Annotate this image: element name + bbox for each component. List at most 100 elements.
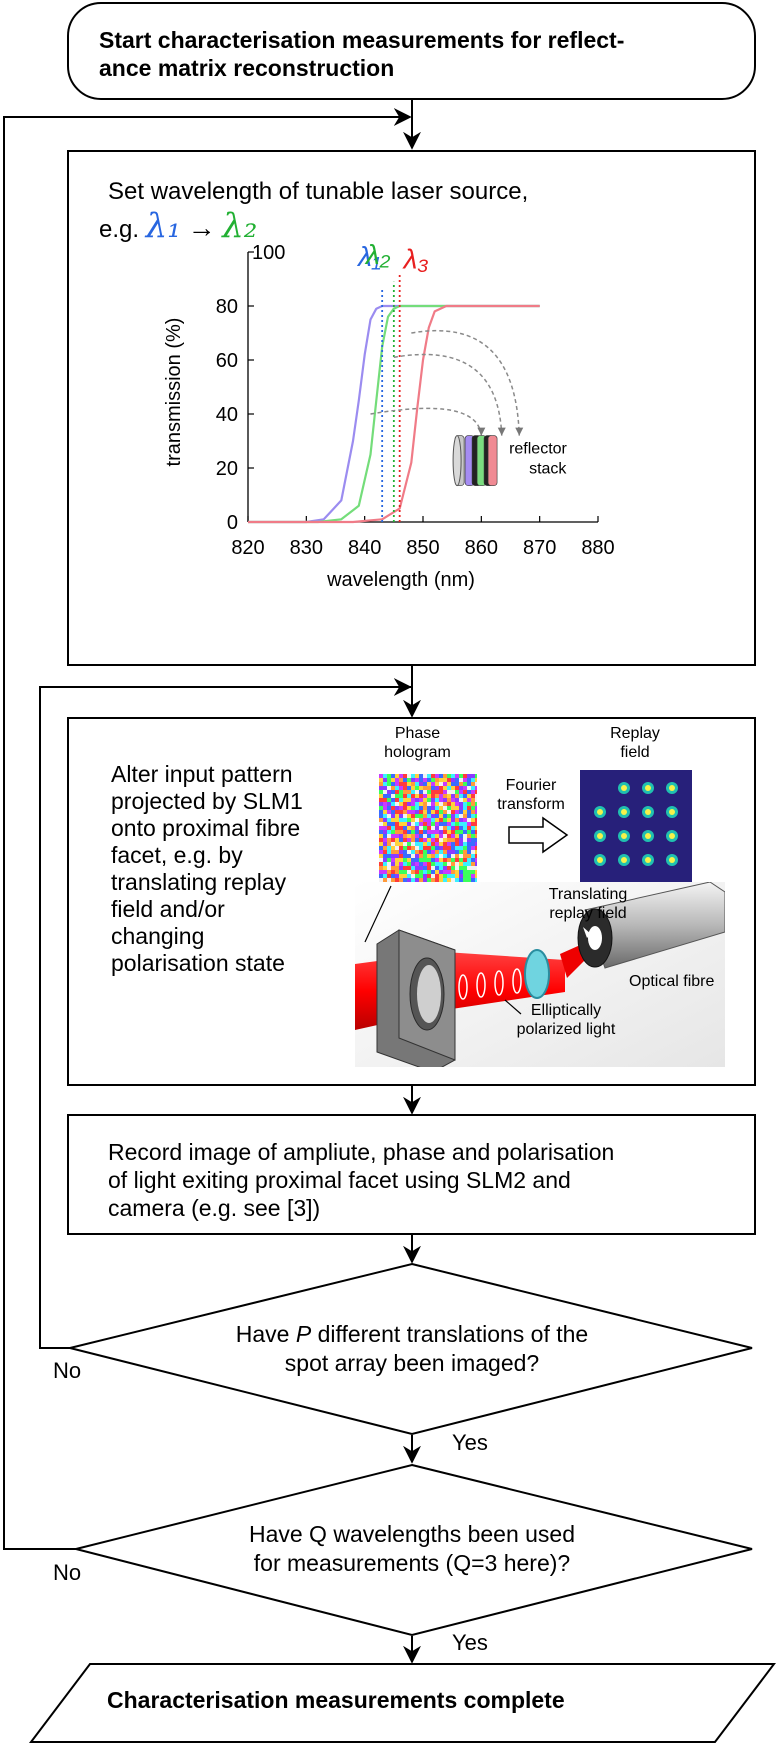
hologram-pixel (427, 794, 431, 798)
phase-hologram-image (379, 774, 477, 882)
reflector-pointer-3 (370, 407, 483, 436)
hologram-pixel (427, 878, 431, 882)
hologram-pixel (443, 818, 447, 822)
hologram-pixel (387, 782, 391, 786)
lambda-marker-label-1: λ₁ (356, 241, 381, 272)
hologram-pixel (439, 834, 443, 838)
hologram-pixel (443, 778, 447, 782)
hologram-pixel (423, 806, 427, 810)
hologram-pixel (395, 846, 399, 850)
hologram-pixel (439, 826, 443, 830)
hologram-pixel (403, 830, 407, 834)
replay-spot (621, 833, 627, 839)
hologram-pixel (391, 810, 395, 814)
decision-p-yes-label: Yes (452, 1430, 488, 1455)
hologram-pixel (391, 814, 395, 818)
hologram-pixel (455, 826, 459, 830)
hologram-pixel (459, 822, 463, 826)
hologram-pixel (395, 774, 399, 778)
hologram-pixel (431, 842, 435, 846)
hologram-pixel (403, 878, 407, 882)
hologram-pixel (407, 846, 411, 850)
hologram-pixel (475, 830, 477, 834)
hologram-pixel (467, 790, 471, 794)
hologram-pixel (419, 850, 423, 854)
hologram-pixel (435, 878, 439, 882)
hologram-pixel (403, 774, 407, 778)
hologram-pixel (427, 810, 431, 814)
hologram-pixel (451, 802, 455, 806)
decision-p-text: Have P different translations of the spo… (235, 1321, 589, 1376)
hologram-pixel (443, 866, 447, 870)
replay-spot (597, 809, 603, 815)
hologram-pixel (459, 870, 463, 874)
decision-q-diamond (75, 1463, 753, 1637)
hologram-pixel (391, 806, 395, 810)
replay-spot (597, 857, 603, 863)
hologram-pixel (411, 822, 415, 826)
hologram-pixel (443, 870, 447, 874)
hologram-pixel (411, 802, 415, 806)
hologram-pixel (395, 870, 399, 874)
hologram-pixel (451, 878, 455, 882)
hologram-pixel (415, 778, 419, 782)
hologram-pixel (379, 858, 383, 862)
hologram-pixel (443, 862, 447, 866)
hologram-pixel (439, 878, 443, 882)
hologram-pixel (475, 786, 477, 790)
hologram-pixel (407, 838, 411, 842)
hologram-pixel (475, 802, 477, 806)
hologram-pixel (403, 826, 407, 830)
hologram-pixel (387, 806, 391, 810)
hologram-pixel (403, 782, 407, 786)
hologram-pixel (399, 810, 403, 814)
hologram-pixel (451, 842, 455, 846)
hologram-pixel (403, 870, 407, 874)
hologram-pixel (419, 858, 423, 862)
hologram-pixel (383, 866, 387, 870)
hologram-pixel (415, 834, 419, 838)
hologram-pixel (447, 790, 451, 794)
hologram-pixel (455, 878, 459, 882)
hologram-pixel (395, 794, 399, 798)
decision-q-text: Have Q wavelengths been used for measure… (248, 1521, 576, 1576)
hologram-pixel (435, 842, 439, 846)
hologram-pixel (379, 834, 383, 838)
hologram-pixel (435, 846, 439, 850)
hologram-pixel (379, 814, 383, 818)
hologram-pixel (471, 794, 475, 798)
hologram-pixel (383, 786, 387, 790)
hologram-pixel (395, 782, 399, 786)
hologram-pixel (431, 778, 435, 782)
hologram-pixel (439, 850, 443, 854)
loop-p-no (39, 686, 412, 1349)
hologram-pixel (399, 806, 403, 810)
hologram-pixel (415, 790, 419, 794)
hologram-pixel (395, 810, 399, 814)
hologram-pixel (427, 830, 431, 834)
hologram-pixel (451, 858, 455, 862)
hologram-pixel (455, 806, 459, 810)
hologram-pixel (383, 878, 387, 882)
hologram-pixel (435, 778, 439, 782)
hologram-pixel (459, 834, 463, 838)
hologram-pixel (395, 830, 399, 834)
replay-spot (621, 857, 627, 863)
hologram-pixel (419, 798, 423, 802)
hologram-pixel (399, 774, 403, 778)
hologram-pixel (467, 774, 471, 778)
hologram-pixel (387, 810, 391, 814)
hologram-pixel (403, 834, 407, 838)
hologram-pixel (467, 862, 471, 866)
hologram-pixel (459, 854, 463, 858)
hologram-pixel (435, 802, 439, 806)
hologram-pixel (475, 870, 477, 874)
series-line-2 (248, 304, 540, 524)
hologram-pixel (415, 806, 419, 810)
hologram-pixel (391, 790, 395, 794)
hologram-pixel (399, 778, 403, 782)
hologram-pixel (383, 790, 387, 794)
hologram-pixel (455, 846, 459, 850)
hologram-pixel (395, 862, 399, 866)
